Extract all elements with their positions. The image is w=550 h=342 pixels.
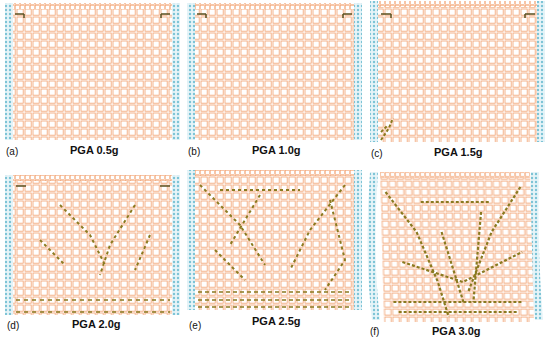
panel-d: [5, 175, 180, 315]
pga-label: PGA 1.0g: [252, 144, 301, 156]
pga-label: PGA 3.0g: [432, 325, 481, 337]
panel-a: [5, 3, 180, 140]
pga-label: PGA 1.5g: [434, 146, 483, 158]
pga-label: PGA 2.5g: [252, 315, 301, 327]
panel-letter: (f): [370, 326, 379, 337]
panel-letter: (e): [189, 320, 201, 331]
pga-label: PGA 0.5g: [70, 144, 119, 156]
pga-label: PGA 2.0g: [72, 318, 121, 330]
panel-letter: (c): [371, 148, 383, 159]
panel-letter: (d): [7, 320, 19, 331]
panel-letter: (b): [188, 146, 200, 157]
panel-e: [187, 170, 362, 310]
panel-letter: (a): [6, 146, 18, 157]
panel-b: [187, 3, 362, 140]
panel-c: [370, 1, 545, 142]
panel-f: [367, 172, 543, 322]
